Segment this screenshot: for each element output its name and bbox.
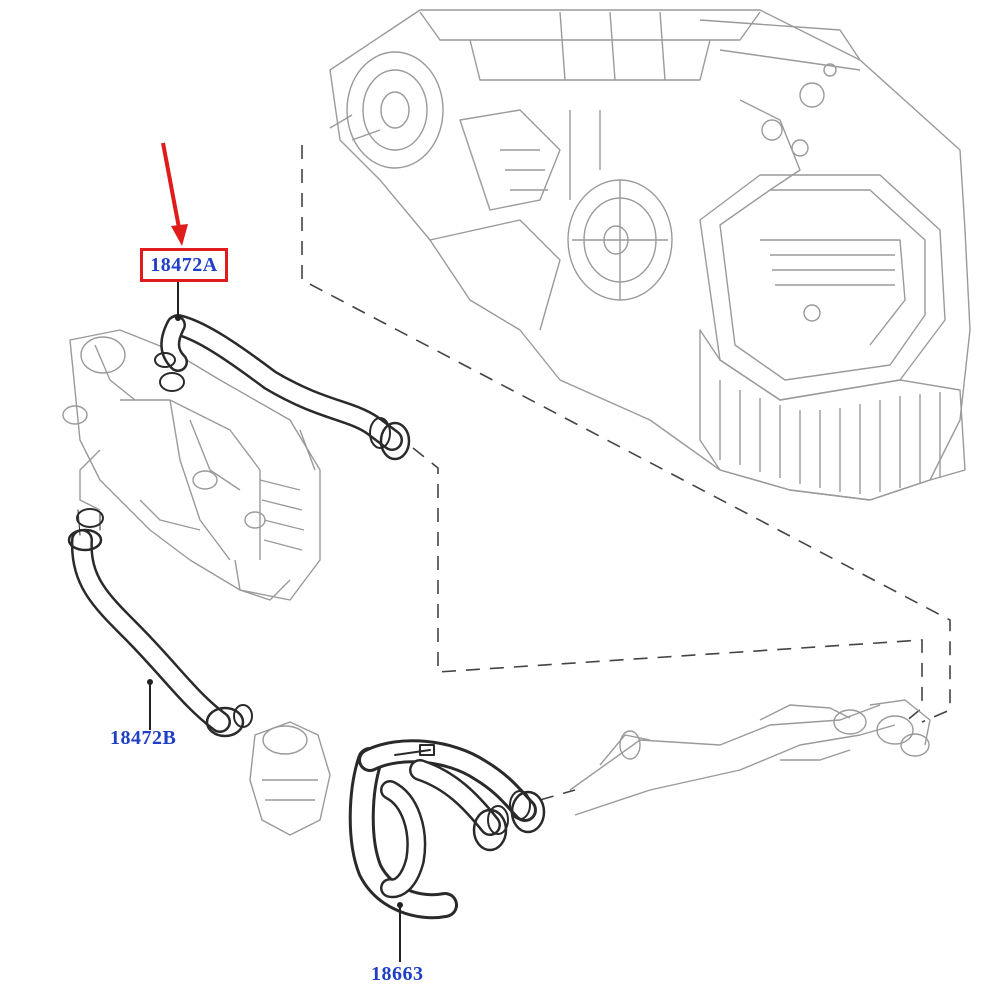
water-valve-illustration — [249, 699, 931, 836]
heater-core-illustration — [62, 329, 321, 601]
leader-lines — [149, 282, 401, 962]
red-down-arrow-icon — [161, 142, 188, 246]
hose-18663[interactable] — [348, 739, 546, 920]
part-label-18472a: 18472A — [140, 248, 228, 282]
part-label-18663: 18663 — [371, 963, 424, 985]
leader-dots — [147, 315, 403, 908]
hose-18472b[interactable] — [67, 508, 253, 738]
dashed-reference-lines — [301, 145, 951, 801]
part-label-18472b: 18472B — [110, 727, 177, 749]
hose-18472a[interactable] — [154, 314, 411, 461]
hvac-unit-illustration — [329, 9, 971, 501]
